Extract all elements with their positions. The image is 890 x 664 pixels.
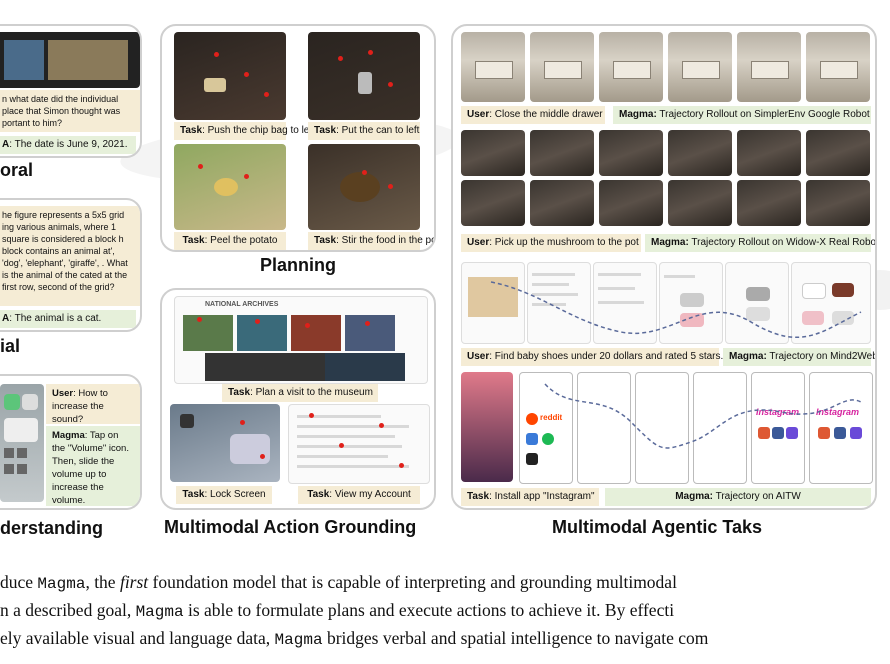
plan-image-can <box>308 32 420 120</box>
section-title-planning: Planning <box>260 255 336 275</box>
agentic-magma-aitw: Magma: Trajectory on AITW <box>605 488 871 506</box>
section-title-spatial: ial <box>0 336 21 356</box>
grid-question: he figure represents a 5x5 grid ing vari… <box>0 206 140 306</box>
aitw-trajectory <box>544 383 862 449</box>
mind2web-screens <box>461 262 871 344</box>
task-stir-food: Task: Stir the food in the pot <box>308 232 434 250</box>
agentic-magma-widowx: Magma: Trajectory Rollout on Widow-X Rea… <box>645 234 875 252</box>
video-answer: A: The date is June 9, 2021. <box>0 136 136 154</box>
account-webpage <box>288 404 430 484</box>
widowx-frames <box>461 130 871 230</box>
agentic-magma-simplerenv: Magma: Trajectory Rollout on SimplerEnv … <box>613 106 871 124</box>
plan-image-chip-bag <box>174 32 286 120</box>
video-filmstrip <box>0 32 140 88</box>
ui-understanding-panel: User: How to increase the sound? Magma: … <box>0 374 142 510</box>
task-plan-museum: Task: Plan a visit to the museum <box>222 384 378 402</box>
task-lock-screen: Task: Lock Screen <box>176 486 272 504</box>
ui-user-question: User: How to increase the sound? <box>46 384 140 425</box>
task-peel-potato: Task: Peel the potato <box>174 232 286 250</box>
caption-line-1: duce Magma, the first foundation model t… <box>0 572 677 593</box>
spatial-qa-panel: he figure represents a 5x5 grid ing vari… <box>0 198 142 332</box>
task-put-can: Task: Put the can to left <box>308 122 420 140</box>
reddit-label: reddit <box>540 413 563 422</box>
task-view-account: Task: View my Account <box>298 486 420 504</box>
agentic-user-mushroom: User: Pick up the mushroom to the pot <box>461 234 641 252</box>
lock-screen-image <box>170 404 280 482</box>
video-question: n what date did the individual place tha… <box>0 90 140 132</box>
grounding-panel: NATIONAL ARCHIVES Task: Plan a visit to … <box>160 288 436 510</box>
agentic-user-baby-shoes: User: Find baby shoes under 20 dollars a… <box>461 348 723 366</box>
plan-image-pot <box>308 144 420 230</box>
agentic-panel: User: Close the middle drawer Magma: Tra… <box>451 24 877 510</box>
instagram-label-2: Instagram <box>816 407 860 417</box>
grid-answer: A: The animal is a cat. <box>0 310 136 328</box>
control-center-screenshot <box>0 384 44 502</box>
task-push-chip-bag: Task: Push the chip bag to left <box>174 122 315 140</box>
section-title-ui-understanding: derstanding <box>0 518 104 538</box>
video-qa-panel: n what date did the individual place tha… <box>0 24 142 158</box>
archives-website: NATIONAL ARCHIVES <box>174 296 428 384</box>
section-title-temporal: oral <box>0 160 34 180</box>
mind2web-trajectory <box>490 281 862 338</box>
agentic-task-install: Task: Install app "Instagram" <box>461 488 599 506</box>
planning-panel: Task: Push the chip bag to left Task: Pu… <box>160 24 436 252</box>
plan-image-potato <box>174 144 286 230</box>
archives-header: NATIONAL ARCHIVES <box>205 301 279 308</box>
section-title-grounding: Multimodal Action Grounding <box>164 517 417 537</box>
agentic-magma-mind2web: Magma: Trajectory on Mind2Web <box>723 348 875 366</box>
simplerenv-frames <box>461 32 871 104</box>
caption-line-3: ely available visual and language data, … <box>0 628 709 649</box>
aitw-screens: reddit Instagram Instagram <box>461 372 873 484</box>
agentic-user-drawer: User: Close the middle drawer <box>461 106 605 124</box>
section-title-agentic: Multimodal Agentic Taks <box>552 517 763 537</box>
caption-line-2: n a described goal, Magma is able to for… <box>0 600 675 621</box>
ui-magma-answer: Magma: Tap on the "Volume" icon. Then, s… <box>46 426 140 506</box>
